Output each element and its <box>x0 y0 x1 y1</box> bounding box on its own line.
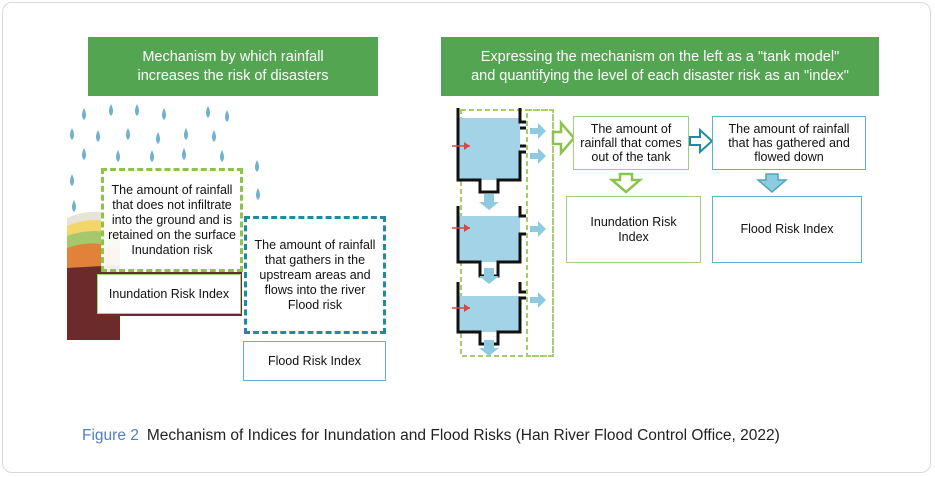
side-outflow-enclosure <box>526 109 554 357</box>
raindrop-icon <box>206 106 210 118</box>
raindrop-icon <box>109 104 113 116</box>
raindrops <box>70 104 260 212</box>
tank-icon <box>452 282 526 346</box>
tank-outflow-note: The amount of rainfall that comes out of… <box>573 116 689 170</box>
raindrop-icon <box>70 128 74 140</box>
raindrop-icon <box>126 128 130 140</box>
raindrop-icon <box>162 108 166 120</box>
raindrop-icon <box>116 150 120 162</box>
raindrop-icon <box>212 130 216 142</box>
raindrop-icon <box>70 174 74 186</box>
raindrop-icon <box>82 108 86 120</box>
raindrop-icon <box>255 160 259 172</box>
raindrop-icon <box>135 104 139 116</box>
surface-retention-note: The amount of rainfall that does not inf… <box>101 168 243 272</box>
raindrop-icon <box>220 150 224 162</box>
arrow-down-icon <box>755 173 789 193</box>
raindrop-icon <box>82 148 86 160</box>
arrow-right-icon <box>551 119 576 157</box>
flood-index-box: Flood Risk Index <box>712 196 862 263</box>
figure-number: Figure 2 <box>82 427 139 444</box>
raindrop-icon <box>150 150 154 162</box>
arrow-right-icon <box>689 127 714 155</box>
tank-icon <box>452 206 526 278</box>
upstream-flow-note: The amount of rainfall that gathers in t… <box>244 216 386 334</box>
caption-text: Mechanism of Indices for Inundation and … <box>146 427 780 444</box>
arrow-down-icon <box>479 194 499 356</box>
inundation-index-label: Inundation Risk Index <box>97 274 241 314</box>
arrow-right-icon <box>530 123 546 308</box>
raindrop-icon <box>72 200 76 212</box>
figure-caption: Figure 2 Mechanism of Indices for Inundat… <box>82 427 902 445</box>
right-panel-title: Expressing the mechanism on the left as … <box>441 37 879 96</box>
raindrop-icon <box>184 128 188 140</box>
raindrop-icon <box>96 130 100 142</box>
raindrop-icon <box>225 110 229 122</box>
raindrop-icon <box>182 148 186 160</box>
inundation-index-box: Inundation Risk Index <box>566 196 701 263</box>
flood-index-label: Flood Risk Index <box>243 341 386 381</box>
left-panel-title: Mechanism by which rainfall increases th… <box>88 37 378 96</box>
raindrop-icon <box>156 132 160 144</box>
raindrop-icon <box>256 188 260 200</box>
gathered-flow-note: The amount of rainfall that has gathered… <box>712 116 866 170</box>
tank-icon <box>452 108 526 194</box>
arrow-down-icon <box>608 172 644 194</box>
